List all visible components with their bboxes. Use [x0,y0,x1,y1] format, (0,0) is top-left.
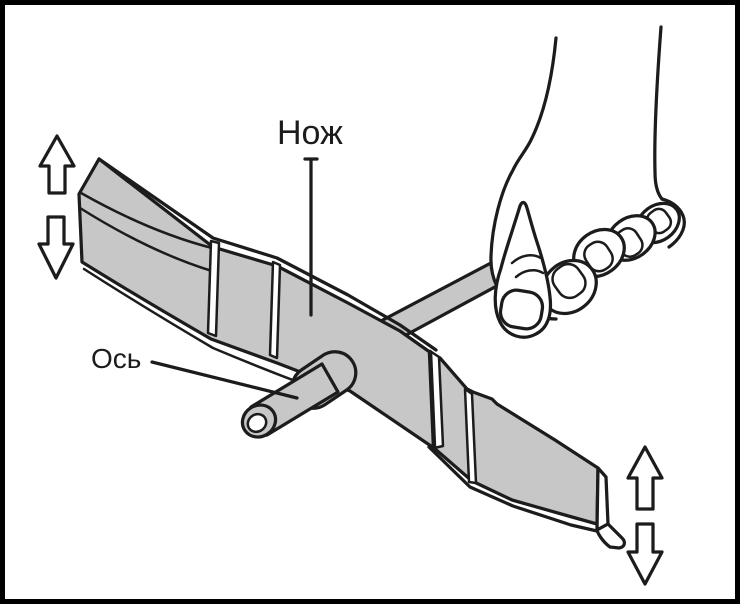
blade-leader-line [303,157,319,317]
up-arrow-icon-right [626,445,664,511]
thumb-crease-lines [510,254,545,279]
knuckle-outline [660,197,686,249]
blade-divider [463,387,478,485]
up-arrow-icon-left [38,134,76,195]
hand-shape [489,25,688,339]
wrist-right-line [653,25,664,201]
left-end-arrows [37,134,76,280]
down-arrow-icon-right [626,522,664,586]
axle-leader-line [150,360,299,400]
down-arrow-icon-left [37,215,75,280]
blade-label: Нож [277,114,343,152]
axle-callout: Ось [91,343,299,400]
blade-callout: Нож [277,114,343,317]
thumb-nail [498,288,545,331]
blade-end-face [595,466,610,532]
blade-divider [206,239,221,338]
index-nail [551,262,587,300]
blade-end-foot [595,522,627,550]
right-end-arrows [626,445,664,586]
blade-divider [268,260,282,360]
axle-front-segment [240,350,358,439]
axle-label: Ось [91,343,141,374]
axle-bore [246,412,268,434]
